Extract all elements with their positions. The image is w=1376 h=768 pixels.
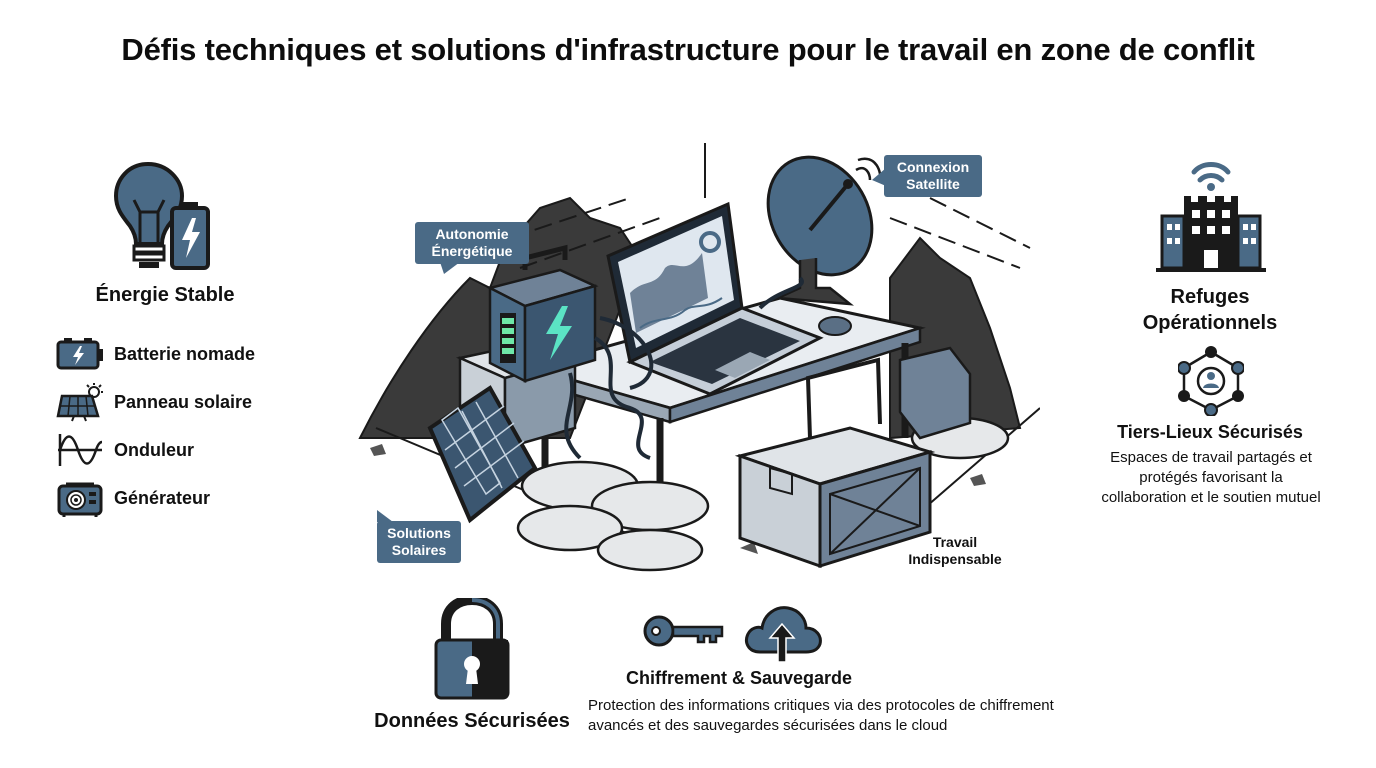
- energy-item-inverter: Onduleur: [56, 430, 255, 470]
- callout-pointer-icon: [440, 262, 460, 274]
- energy-title: Énergie Stable: [95, 284, 235, 306]
- generator-icon: [57, 482, 103, 517]
- callout-autonomie: Autonomie Énergétique: [415, 222, 529, 264]
- solar-panel: [427, 385, 538, 524]
- energy-item-label: Générateur: [114, 487, 211, 508]
- energy-item-label: Batterie nomade: [114, 343, 256, 364]
- data-security-title: Données Sécurisées: [374, 710, 570, 732]
- energy-item-generator: Générateur: [56, 478, 255, 518]
- energy-list: Batterie nomade Panneau solaire Onduleur: [56, 334, 255, 518]
- energy-item-solar: Panneau solaire: [56, 382, 255, 422]
- data-security-description: Protection des informations critiques vi…: [588, 697, 1054, 734]
- refuges-title: Refuges Opérationnels: [1142, 286, 1278, 334]
- refuges-description: Espaces de travail partagés et protégés …: [1101, 449, 1321, 506]
- key-icon: [643, 615, 724, 647]
- callout-solaires: Solutions Solaires: [377, 521, 461, 563]
- fortress-wifi-icon: [1156, 162, 1266, 272]
- callout-satellite: Connexion Satellite: [884, 155, 982, 197]
- energy-item-label: Panneau solaire: [114, 391, 253, 412]
- sandbag: [596, 528, 704, 572]
- label-travail: Travail Indispensable: [908, 534, 1002, 567]
- callout-pointer-icon: [872, 168, 886, 186]
- refuges-subtitle: Tiers-Lieux Sécurisés: [1117, 422, 1303, 442]
- energy-item-label: Onduleur: [114, 439, 194, 460]
- solar-panel-icon: [56, 383, 103, 422]
- energy-item-battery: Batterie nomade: [56, 334, 255, 374]
- data-security-subtitle: Chiffrement & Sauvegarde: [625, 668, 853, 688]
- padlock-icon: [434, 598, 510, 700]
- page-title: Défis techniques et solutions d'infrastr…: [121, 32, 1255, 67]
- workstation-illustration: [358, 143, 1040, 572]
- network-people-icon: [1178, 346, 1244, 416]
- sandbag: [516, 504, 624, 552]
- battery-icon: [56, 338, 103, 370]
- sine-wave-icon: [58, 434, 103, 466]
- lightbulb-battery-icon: [113, 161, 210, 270]
- cloud-upload-icon: [745, 606, 822, 663]
- callout-pointer-icon: [377, 510, 393, 522]
